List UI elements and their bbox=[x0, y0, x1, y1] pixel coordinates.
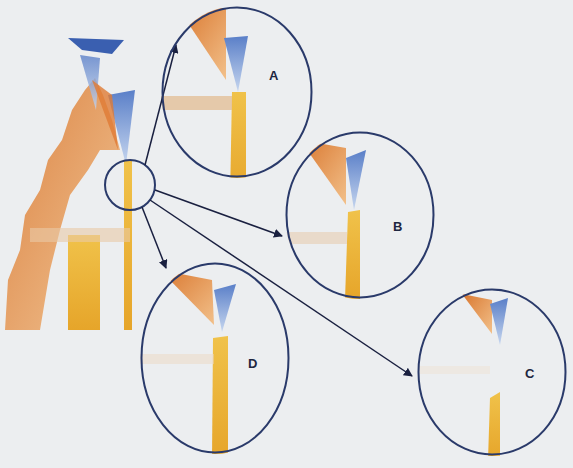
circle-outline bbox=[140, 262, 290, 454]
zoom-circle: D bbox=[140, 262, 290, 454]
zoom-circle: B bbox=[285, 131, 435, 299]
callout-letter: C bbox=[525, 367, 534, 380]
zoom-circle: A bbox=[161, 6, 313, 178]
zoom-circle: C bbox=[417, 288, 567, 456]
callout-letter: A bbox=[269, 69, 278, 82]
callout-letter: B bbox=[393, 220, 402, 233]
circle-outline bbox=[417, 288, 567, 456]
circle-outline bbox=[161, 6, 313, 178]
callout-letter: D bbox=[248, 357, 257, 370]
circle-outline bbox=[285, 131, 435, 299]
